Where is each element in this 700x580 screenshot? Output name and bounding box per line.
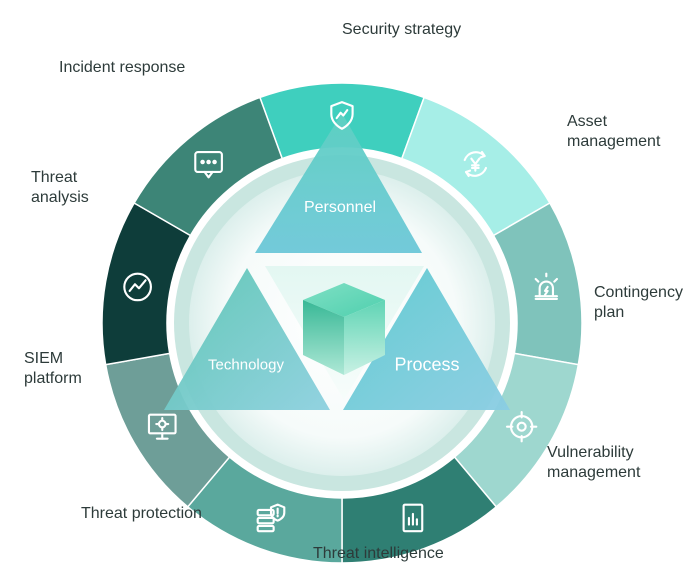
monitor-icon [147,413,177,440]
label-line: Security strategy [342,21,462,38]
server-shield-icon [256,503,286,533]
label-threat-protection: Threat protection [81,504,202,524]
technology-triangle [164,268,330,410]
cube-icon [303,283,385,375]
target-icon [505,411,538,443]
label-threat-analysis: Threat analysis [31,168,89,208]
report-icon [402,503,424,533]
label-line: Asset [567,113,608,130]
center-label-technology: Technology [208,356,284,374]
alarm-icon [534,272,559,300]
process-triangle [343,268,510,410]
label-line: Threat [31,169,78,186]
label-line: Threat protection [81,505,202,522]
label-threat-intelligence: Threat intelligence [313,544,444,564]
label-siem-platform: SIEM platform [24,349,82,389]
label-line: SIEM [24,350,64,367]
label-security-strategy: Security strategy [342,20,461,40]
label-line: Incident response [59,59,186,76]
yen-cycle-icon [463,150,488,178]
label-line: Vulnerability [547,444,634,461]
label-incident-response: Incident response [59,58,185,78]
label-line: Contingency [594,284,683,301]
label-line: Threat intelligence [313,545,444,562]
label-line: analysis [31,189,89,206]
center-label-process: Process [394,354,460,375]
label-asset-management: Asset management [567,112,660,152]
segment-incident-response [133,96,284,237]
personnel-triangle [255,113,422,253]
shield-icon [330,101,354,130]
center-label-personnel: Personnel [303,199,377,216]
label-line: management [567,133,661,150]
label-vulnerability-management: Vulnerability management [547,443,640,483]
trend-icon [123,272,152,302]
label-line: plan [594,304,625,321]
label-line: management [547,464,641,481]
label-contingency-plan: Contingency plan [594,283,683,323]
label-line: platform [24,370,82,387]
chat-icon [194,150,223,179]
